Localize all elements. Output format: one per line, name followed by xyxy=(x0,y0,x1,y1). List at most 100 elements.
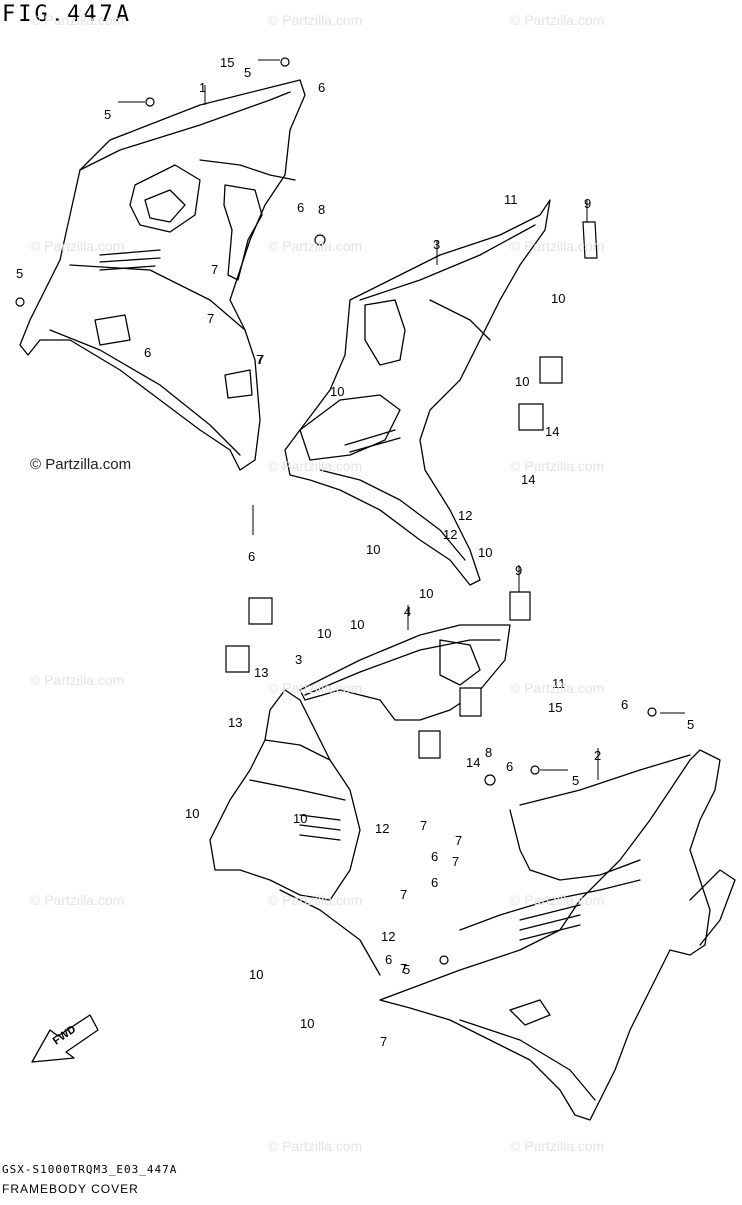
part-3-upper-duct xyxy=(299,394,401,461)
decal-13a xyxy=(248,597,273,625)
callout-number: 7 xyxy=(380,1034,387,1049)
figure-title: FIG.447A xyxy=(2,2,132,27)
callout-number: 7 xyxy=(400,887,407,902)
part-3-upper-opening xyxy=(364,299,406,366)
figure-name: FRAMEBODY COVER xyxy=(2,1182,139,1196)
callout-number: 10 xyxy=(419,586,433,601)
part-2-side-panel xyxy=(459,879,641,931)
watermark: © Partzilla.com xyxy=(30,12,125,28)
callout-number: 12 xyxy=(375,821,389,836)
callout-number: 7 xyxy=(452,854,459,869)
decal-13b xyxy=(225,645,250,673)
part-2-grille xyxy=(519,904,581,941)
callout-number: 6 xyxy=(318,80,325,95)
watermark: © Partzilla.com xyxy=(510,680,605,696)
watermark: © Partzilla.com xyxy=(268,680,363,696)
callout-number: 6 xyxy=(248,549,255,564)
part-1-ridge xyxy=(79,91,291,171)
callout-number: 7 xyxy=(420,818,427,833)
callout-number: 15 xyxy=(548,700,562,715)
callout-number: 10 xyxy=(185,806,199,821)
watermark: © Partzilla.com xyxy=(510,238,605,254)
callout-number: 7 xyxy=(256,352,263,367)
callout-number: 7 xyxy=(211,262,218,277)
part-3-lower-edge xyxy=(279,889,381,976)
part-1-mid-curve xyxy=(199,159,296,181)
part-3-lower-vents xyxy=(299,814,341,841)
callout-number: 6 xyxy=(385,952,392,967)
callout-number: 9 xyxy=(515,563,522,578)
callout-number: 13 xyxy=(228,715,242,730)
decal-14c xyxy=(459,687,482,717)
callout-number: 5 xyxy=(104,107,111,122)
callout-number: 9 xyxy=(584,196,591,211)
fwd-arrow xyxy=(31,1014,99,1063)
part-1-inner-lip xyxy=(144,189,186,223)
decal-9-upper xyxy=(582,221,598,259)
watermark: © Partzilla.com xyxy=(510,1138,605,1154)
callout-number: 10 xyxy=(317,626,331,641)
callout-number: 5 xyxy=(687,717,694,732)
callout-number: 4 xyxy=(404,604,411,619)
callout-number: 5 xyxy=(16,266,23,281)
part-2-nose xyxy=(689,869,736,946)
part-1-bracket xyxy=(223,184,263,281)
bolt-2 xyxy=(280,57,290,67)
part-3-upper-outline xyxy=(284,199,551,586)
part-4-bracket xyxy=(439,639,481,686)
callout-number: 6 xyxy=(144,345,151,360)
watermark: © Partzilla.com xyxy=(268,238,363,254)
part-2-lower-edge xyxy=(459,1019,596,1101)
callout-number: 10 xyxy=(551,291,565,306)
callout-number: 5 xyxy=(403,962,410,977)
callout-number: 11 xyxy=(504,192,518,207)
figure-code: GSX-S1000TRQM3_E03_447A xyxy=(2,1163,178,1176)
callout-number: 10 xyxy=(366,542,380,557)
part-1-grille xyxy=(99,249,161,271)
bolt-1 xyxy=(145,97,155,107)
watermark: © Partzilla.com xyxy=(30,672,125,688)
callout-number: 6 xyxy=(506,759,513,774)
decal-14d xyxy=(418,730,441,759)
part-1-tab xyxy=(224,369,253,399)
watermark: © Partzilla.com xyxy=(30,892,125,908)
callout-number: 6 xyxy=(621,697,628,712)
callout-number: 10 xyxy=(478,545,492,560)
part-1-lower-mount xyxy=(94,314,131,346)
part-4-ridge xyxy=(304,639,501,696)
callout-number: 8 xyxy=(318,202,325,217)
fwd-label: FWD xyxy=(51,1023,78,1047)
part-2-outline xyxy=(379,749,721,1121)
part-3-upper-lower-edge xyxy=(319,469,466,561)
callout-number: 7 xyxy=(400,961,407,976)
callout-number: 11 xyxy=(552,676,566,691)
callout-number: 10 xyxy=(515,374,529,389)
part-3-upper-vent xyxy=(344,429,401,453)
callout-number: 3 xyxy=(433,237,440,252)
part-1-inner-opening xyxy=(129,164,201,233)
part-3-lower-inner xyxy=(249,739,346,801)
part-2-lower-opening xyxy=(509,999,551,1026)
washer-8-upper xyxy=(314,234,326,246)
callout-number: 5 xyxy=(572,773,579,788)
callout-number: 13 xyxy=(254,665,268,680)
part-2-upper-surface xyxy=(509,809,641,881)
part-3-lower-outline xyxy=(209,689,361,901)
callout-number: 6 xyxy=(431,849,438,864)
watermark: © Partzilla.com xyxy=(268,1138,363,1154)
decal-14a xyxy=(539,356,563,384)
callout-number: 15 xyxy=(220,55,234,70)
watermark: © Partzilla.com xyxy=(268,458,363,474)
callout-number: 1 xyxy=(199,80,206,95)
callout-number: 10 xyxy=(300,1016,314,1031)
callout-number: 14 xyxy=(466,755,480,770)
callout-number: 14 xyxy=(521,472,535,487)
part-3-upper-ridge xyxy=(359,224,536,301)
callout-number: 5 xyxy=(244,65,251,80)
washer-8-lower xyxy=(484,774,496,786)
callout-number: 8 xyxy=(485,745,492,760)
callout-number: 12 xyxy=(381,929,395,944)
callout-number: 12 xyxy=(458,508,472,523)
